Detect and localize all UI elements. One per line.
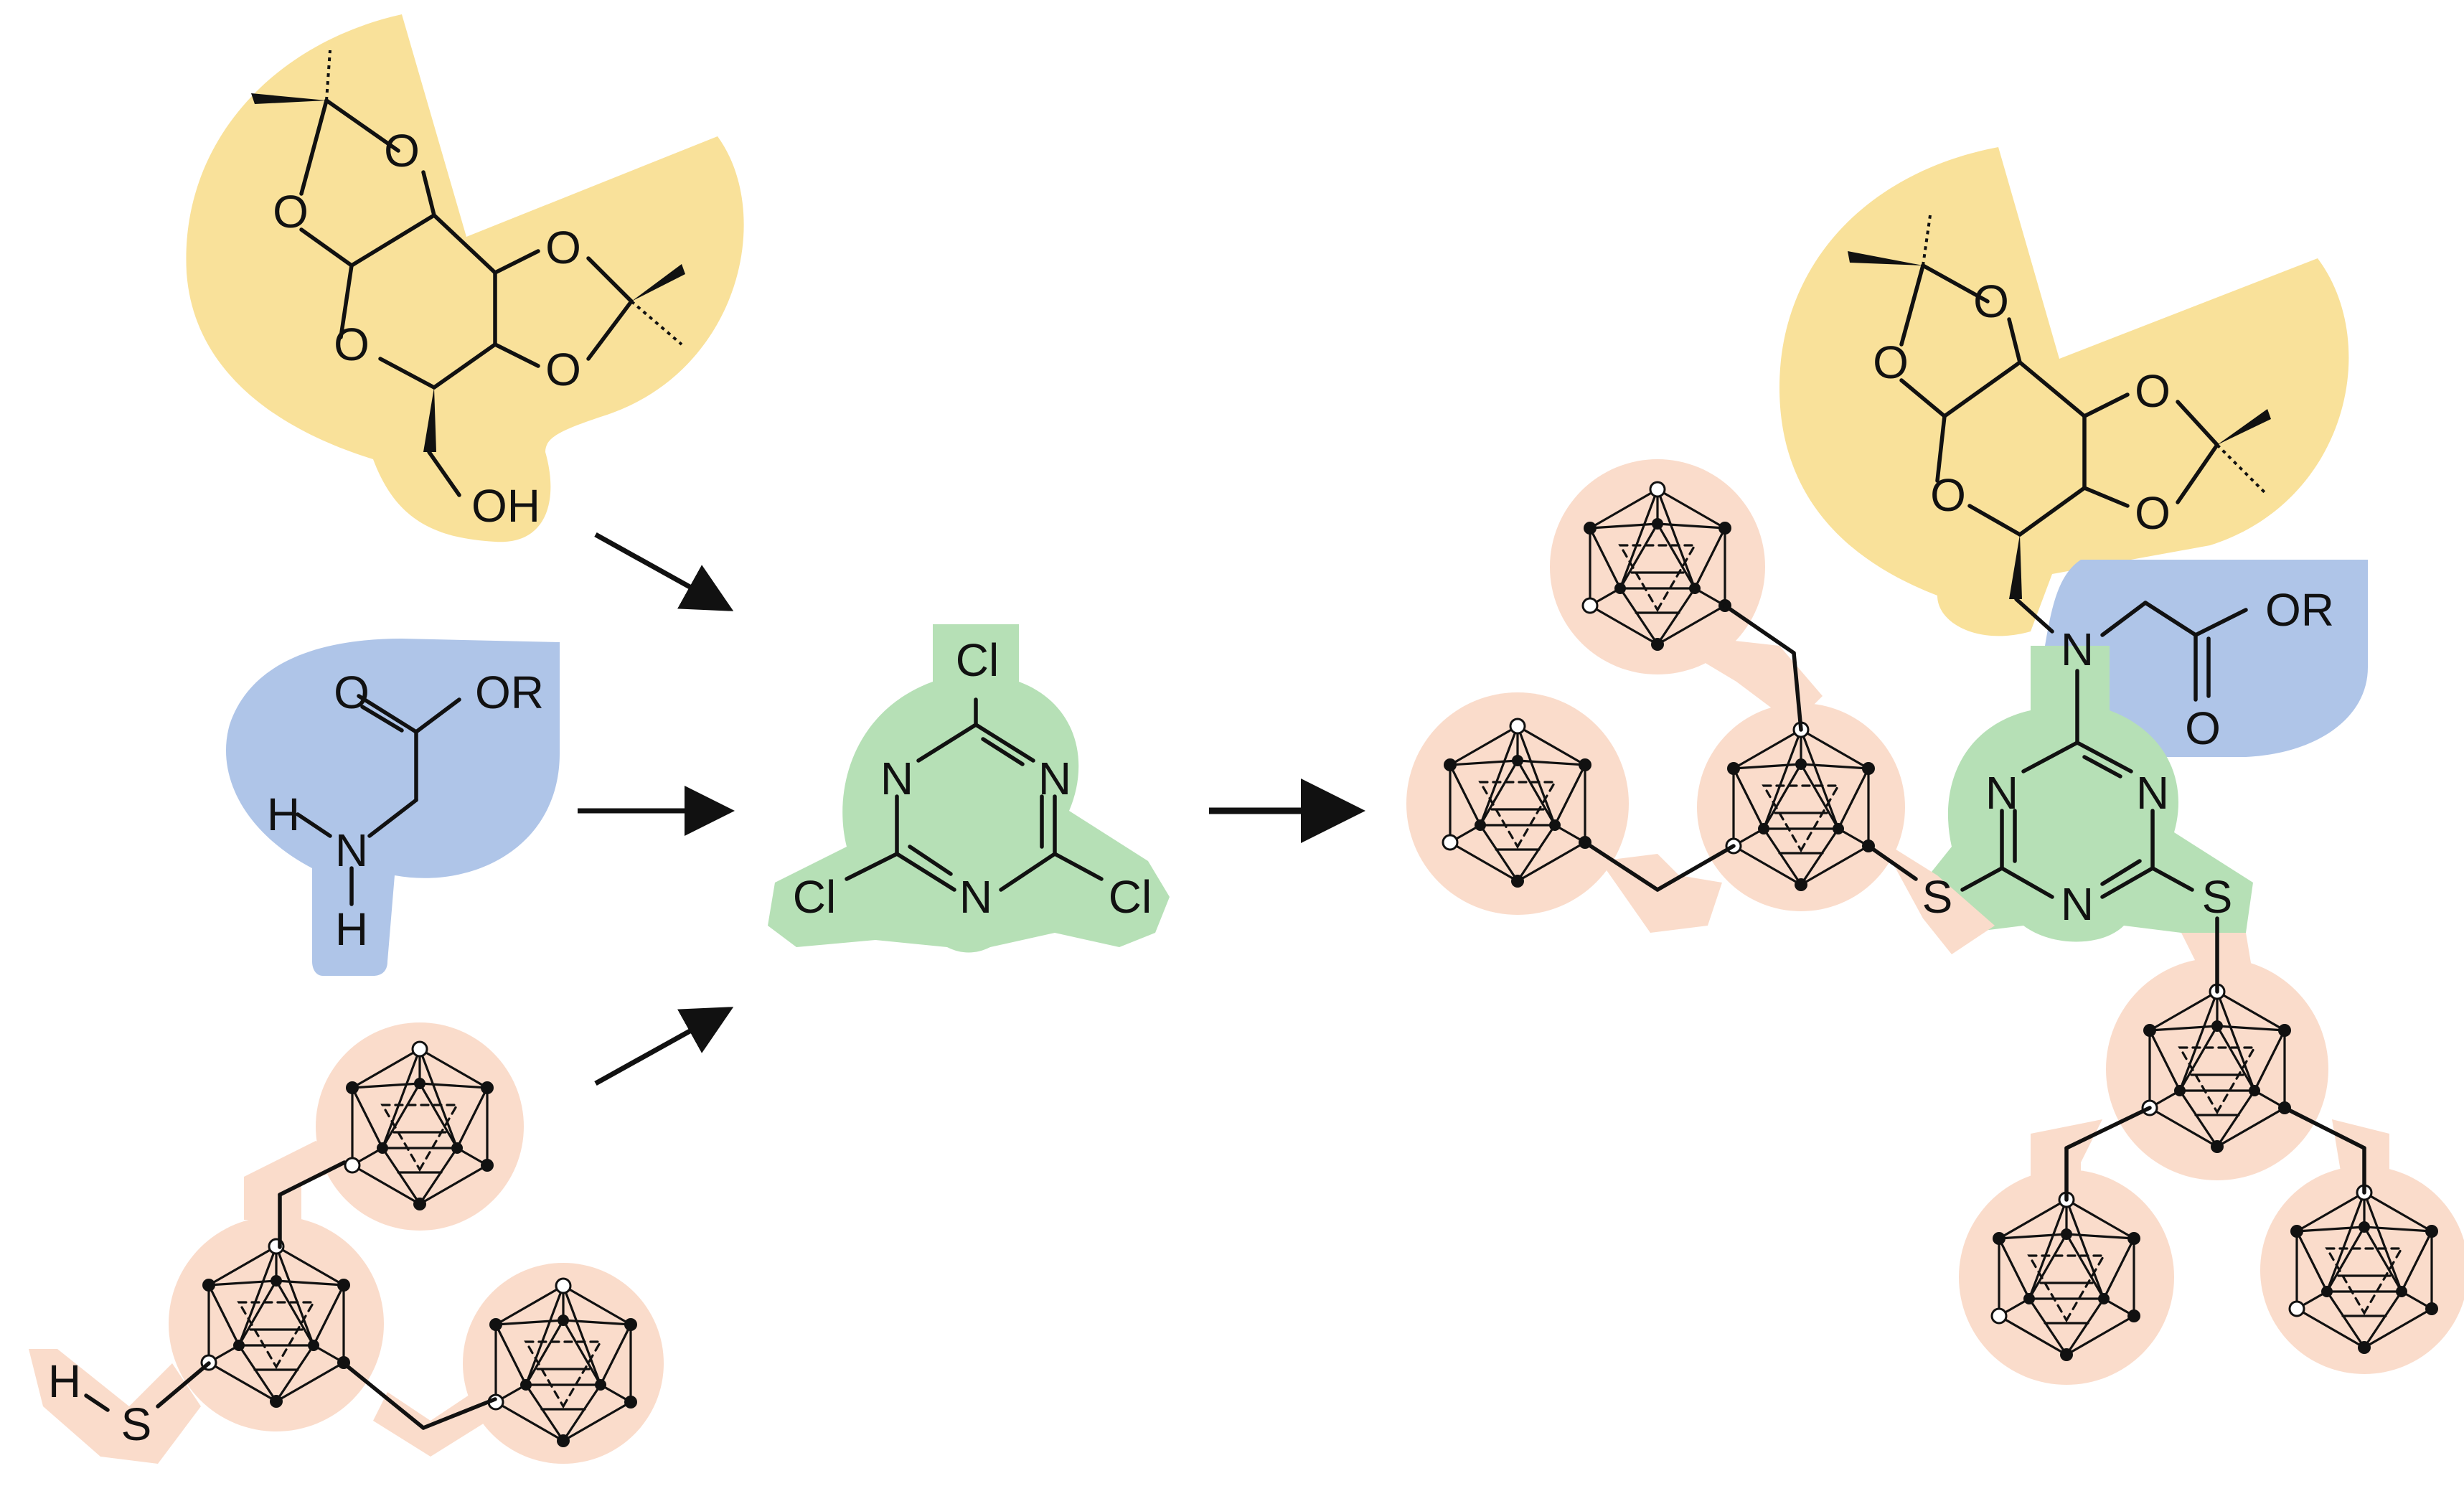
oxygen-label: O xyxy=(384,125,420,177)
triazine-highlight xyxy=(768,624,1170,953)
hydroxyl-label: OH xyxy=(471,480,540,532)
amino-highlight-product xyxy=(2044,560,2368,757)
carbonyl-oxygen-label: O xyxy=(334,667,370,718)
hydrogen-label: H xyxy=(335,903,368,955)
sulfur-label: S xyxy=(121,1398,152,1450)
nitrogen-label: N xyxy=(2061,624,2094,675)
arrow-carborane xyxy=(594,1007,734,1086)
nitrogen-label: N xyxy=(880,753,913,804)
oxygen-label: O xyxy=(1973,276,2009,327)
triazine-highlight-product xyxy=(1923,646,2253,942)
hydrogen-label: H xyxy=(48,1355,81,1407)
chlorine-label: Cl xyxy=(956,634,999,686)
carborane-highlight-left xyxy=(29,1022,664,1464)
carbonyl-oxygen-label: O xyxy=(2185,702,2221,754)
hydrogen-label: H xyxy=(267,789,300,840)
product-carboranes xyxy=(1442,481,2440,1363)
oxygen-label: O xyxy=(2135,487,2171,539)
sugar-highlight xyxy=(186,14,744,542)
chlorine-label: Cl xyxy=(1109,871,1152,923)
oxygen-label: O xyxy=(2135,365,2171,417)
nitrogen-label: N xyxy=(2136,767,2169,819)
oxygen-label: O xyxy=(545,222,581,273)
oxygen-label: O xyxy=(1930,469,1966,521)
sulfur-label: S xyxy=(2202,871,2233,923)
arrow-sugar xyxy=(594,532,734,611)
carborane-highlight-right xyxy=(1406,459,2464,1385)
chlorine-label: Cl xyxy=(793,871,836,923)
nitrogen-label: N xyxy=(1038,753,1071,804)
sulfur-label: S xyxy=(1922,871,1953,923)
glycine-ester: O OR H N H xyxy=(267,667,544,955)
cyanuric-chloride: Cl N N N Cl Cl xyxy=(793,634,1152,923)
oxygen-label: O xyxy=(545,344,581,395)
nitrogen-label: N xyxy=(2061,878,2094,930)
product-sugar: O O O O O xyxy=(1848,215,2271,634)
nitrogen-label: N xyxy=(1985,767,2018,819)
diacetone-galactose-left: O O O O O OH xyxy=(251,50,685,532)
oxygen-label: O xyxy=(334,319,370,370)
product-core: N OR O N N N S S xyxy=(1922,584,2334,930)
nitrogen-label: N xyxy=(959,871,992,923)
nitrogen-label: N xyxy=(335,824,368,876)
oxygen-label: O xyxy=(273,186,309,238)
tri-carborane-thiol: H S xyxy=(48,1040,639,1450)
ester-label: OR xyxy=(2265,584,2334,636)
amino-highlight xyxy=(225,639,560,976)
oxygen-label: O xyxy=(1873,337,1909,388)
ester-label: OR xyxy=(475,667,544,718)
